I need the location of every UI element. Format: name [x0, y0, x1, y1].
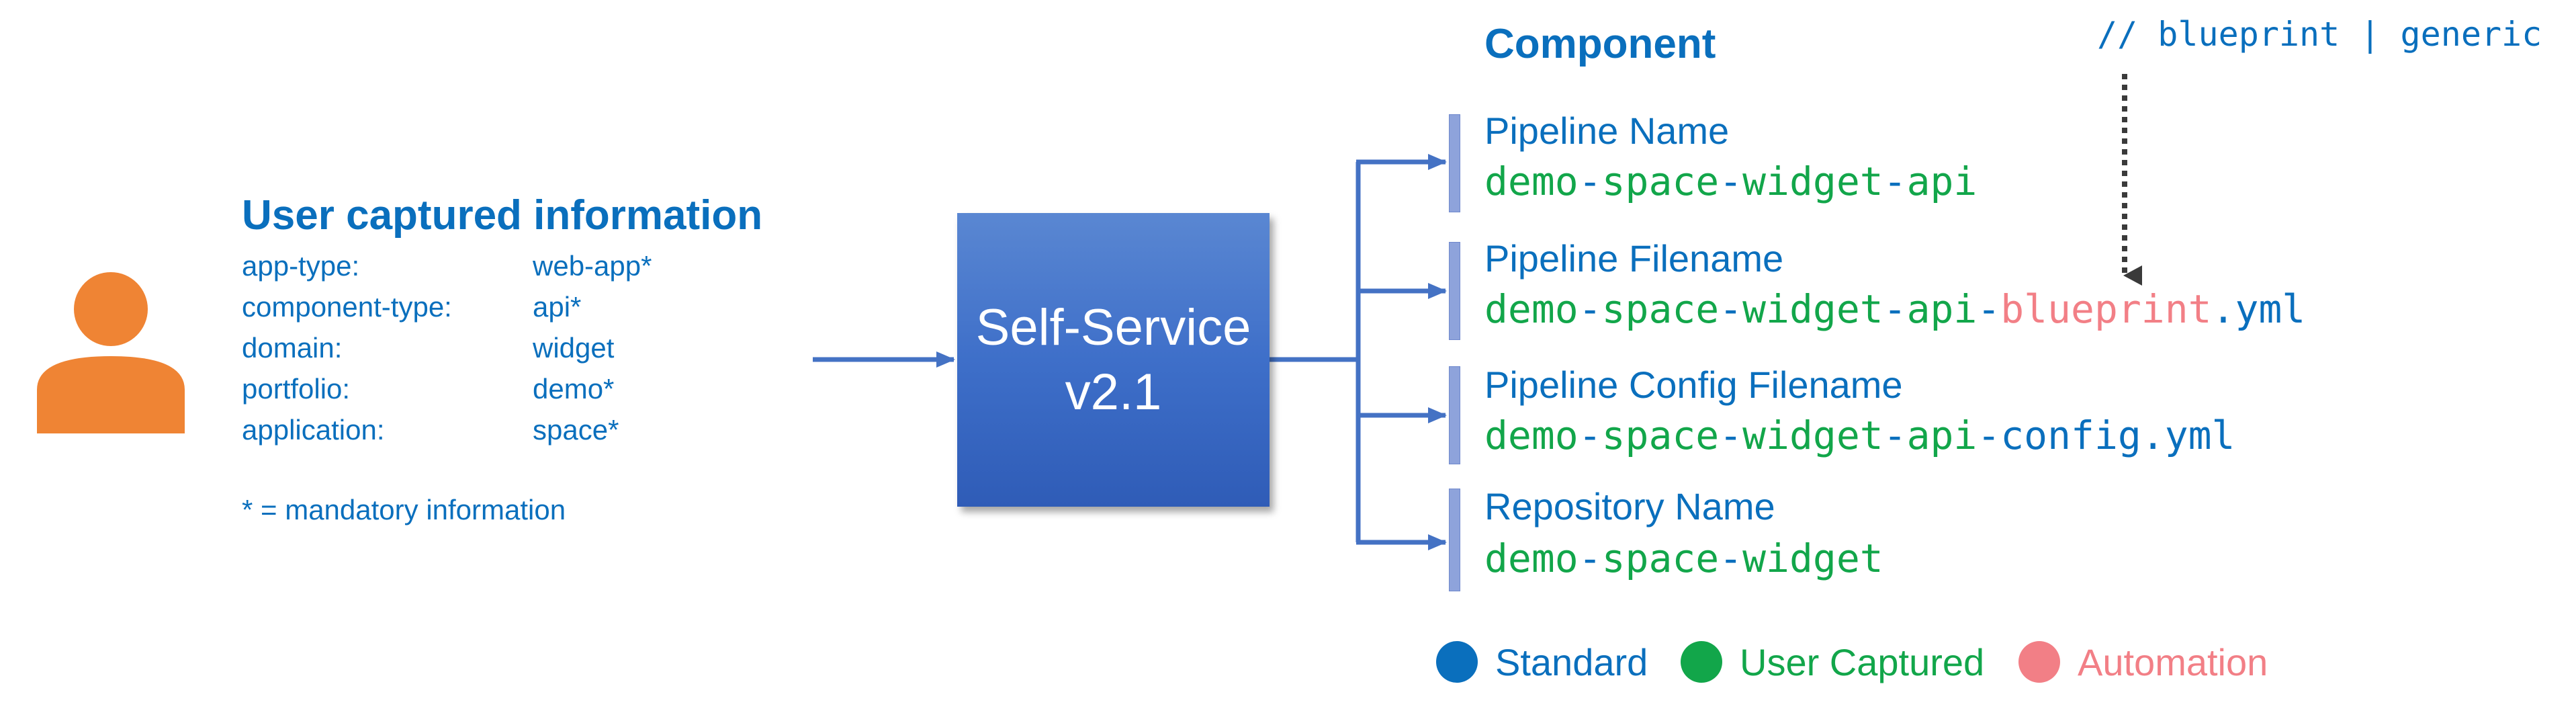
value-segment-standard: - — [1578, 159, 1602, 204]
field-value: demo-space-widget-api-blueprint.yml — [1484, 286, 2305, 332]
value-segment-standard: - — [1719, 413, 1743, 458]
value-segment-user: space — [1601, 286, 1720, 332]
legend-item-user-captured: User Captured — [1681, 638, 1984, 685]
value-segment-user: space — [1601, 536, 1720, 581]
value-segment-user: demo — [1484, 413, 1579, 458]
legend-label: Standard — [1495, 640, 1648, 683]
user-info-key: component-type: — [242, 291, 452, 323]
field-marker-bar — [1449, 366, 1460, 464]
field-marker-bar — [1449, 489, 1460, 591]
field-label: Pipeline Name — [1484, 110, 1730, 152]
value-segment-user: widget — [1742, 159, 1883, 204]
value-segment-user: widget — [1742, 536, 1883, 581]
value-segment-user: space — [1601, 159, 1720, 204]
value-segment-standard: - — [1719, 286, 1743, 332]
field-value: demo-space-widget-api — [1484, 159, 1977, 204]
value-segment-standard: - — [1883, 159, 1907, 204]
self-service-box: Self-Service v2.1 — [957, 213, 1270, 507]
value-segment-user: api — [1906, 413, 1978, 458]
value-segment-user: demo — [1484, 159, 1579, 204]
value-segment-user: widget — [1742, 413, 1883, 458]
user-info-value: api* — [533, 291, 582, 323]
value-segment-standard: - — [1977, 286, 2001, 332]
legend-label: Automation — [2078, 640, 2268, 683]
field-value: demo-space-widget-api-config.yml — [1484, 413, 2235, 458]
value-segment-standard: - — [1719, 159, 1743, 204]
value-segment-standard: -config.yml — [1977, 413, 2235, 458]
user-info-key: domain: — [242, 332, 343, 364]
value-segment-user: demo — [1484, 286, 1579, 332]
field-value: demo-space-widget — [1484, 536, 1883, 581]
self-service-version: v2.1 — [1065, 363, 1162, 421]
value-segment-standard: - — [1883, 286, 1907, 332]
user-info-key: application: — [242, 414, 385, 446]
legend-dot — [1681, 641, 1722, 683]
user-info-value: space* — [533, 414, 619, 446]
value-segment-standard: .yml — [2211, 286, 2306, 332]
blueprint-annotation: // blueprint | generic — [2097, 15, 2542, 54]
legend-dot — [2018, 641, 2060, 683]
value-segment-standard: - — [1578, 286, 1602, 332]
user-info-value: web-app* — [533, 250, 652, 282]
field-label: Pipeline Filename — [1484, 237, 1784, 280]
value-segment-standard: - — [1719, 536, 1743, 581]
user-info-key: portfolio: — [242, 373, 351, 405]
legend-item-automation: Automation — [2018, 638, 2268, 685]
user-info-title: User captured information — [242, 192, 763, 239]
legend-label: User Captured — [1740, 640, 1985, 683]
legend-item-standard: Standard — [1436, 638, 1648, 685]
legend-dot — [1436, 641, 1478, 683]
value-segment-automation: blueprint — [2000, 286, 2212, 332]
value-segment-standard: - — [1578, 536, 1602, 581]
mandatory-footnote: * = mandatory information — [242, 494, 566, 525]
field-marker-bar — [1449, 242, 1460, 340]
user-info-key: app-type: — [242, 250, 360, 282]
value-segment-user: space — [1601, 413, 1720, 458]
value-segment-user: widget — [1742, 286, 1883, 332]
value-segment-user: api — [1906, 159, 1978, 204]
value-segment-standard: - — [1883, 413, 1907, 458]
field-marker-bar — [1449, 114, 1460, 212]
component-title: Component — [1484, 21, 1716, 67]
value-segment-user: demo — [1484, 536, 1579, 581]
value-segment-standard: - — [1578, 413, 1602, 458]
user-icon — [37, 272, 185, 433]
field-label: Pipeline Config Filename — [1484, 364, 1903, 406]
self-service-label: Self-Service — [975, 298, 1251, 356]
user-info-value: demo* — [533, 373, 615, 405]
user-info-value: widget — [533, 332, 615, 364]
field-label: Repository Name — [1484, 485, 1775, 528]
value-segment-user: api — [1906, 286, 1978, 332]
